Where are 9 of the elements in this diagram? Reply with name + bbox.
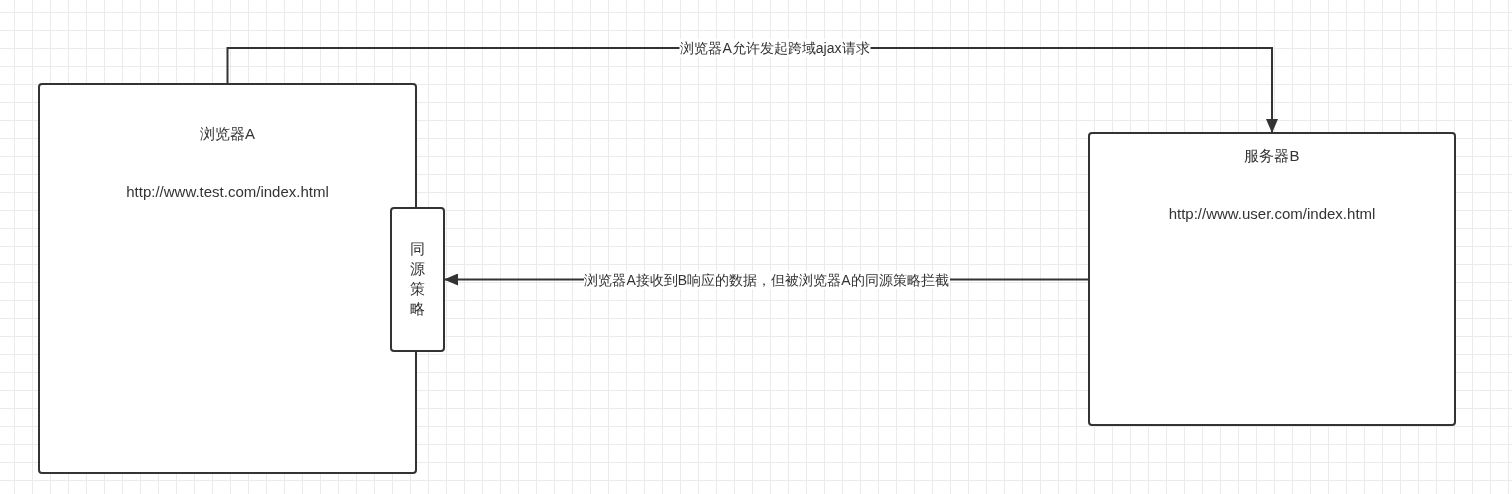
- policy-label: 同源策略: [409, 239, 426, 319]
- box-title: 服务器B: [1244, 146, 1300, 166]
- policy-box: [390, 207, 445, 352]
- url-text: http://www.test.com/index.html: [126, 182, 329, 202]
- edge-label: 浏览器A接收到B响应的数据，但被浏览器A的同源策略拦截: [583, 270, 950, 289]
- url-text: http://www.user.com/index.html: [1168, 204, 1376, 224]
- box-title: 浏览器A: [200, 124, 255, 144]
- server-box: [1088, 132, 1456, 426]
- edge-label: 浏览器A允许发起跨域ajax请求: [679, 39, 871, 57]
